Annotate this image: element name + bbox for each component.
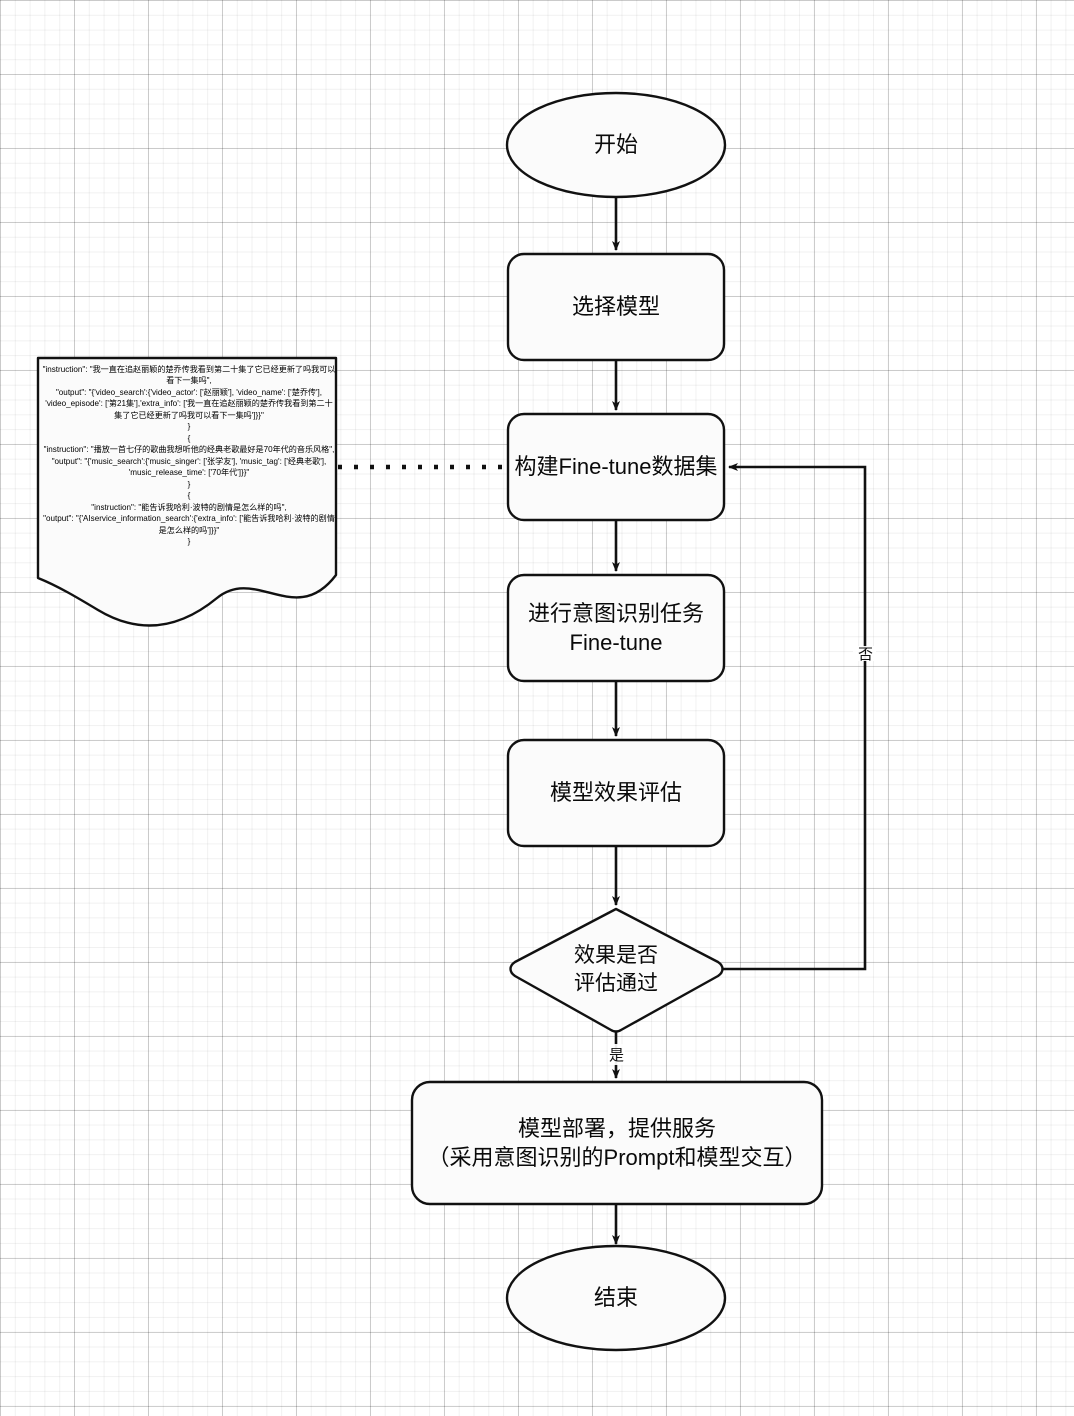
node-build-dataset-shape[interactable] (506, 412, 726, 522)
sample-data-document-text: "instruction": "我一直在追赵丽颖的楚乔传我看到第二十集了它已经更… (42, 365, 336, 547)
edge-label-yes: 是 (608, 1044, 626, 1065)
node-select-model-shape[interactable] (506, 252, 726, 362)
edge-label-no: 否 (853, 646, 876, 661)
node-deploy-shape[interactable] (410, 1080, 824, 1206)
sample-data-document-shape (36, 356, 338, 627)
node-end-shape[interactable] (505, 1244, 727, 1352)
edge-decision-no-loop-to-dataset (722, 463, 867, 971)
node-model-evaluation-shape[interactable] (506, 738, 726, 848)
node-start-shape[interactable] (505, 91, 727, 199)
node-decision-shape[interactable] (509, 907, 724, 1033)
node-finetune-task-shape[interactable] (506, 573, 726, 683)
